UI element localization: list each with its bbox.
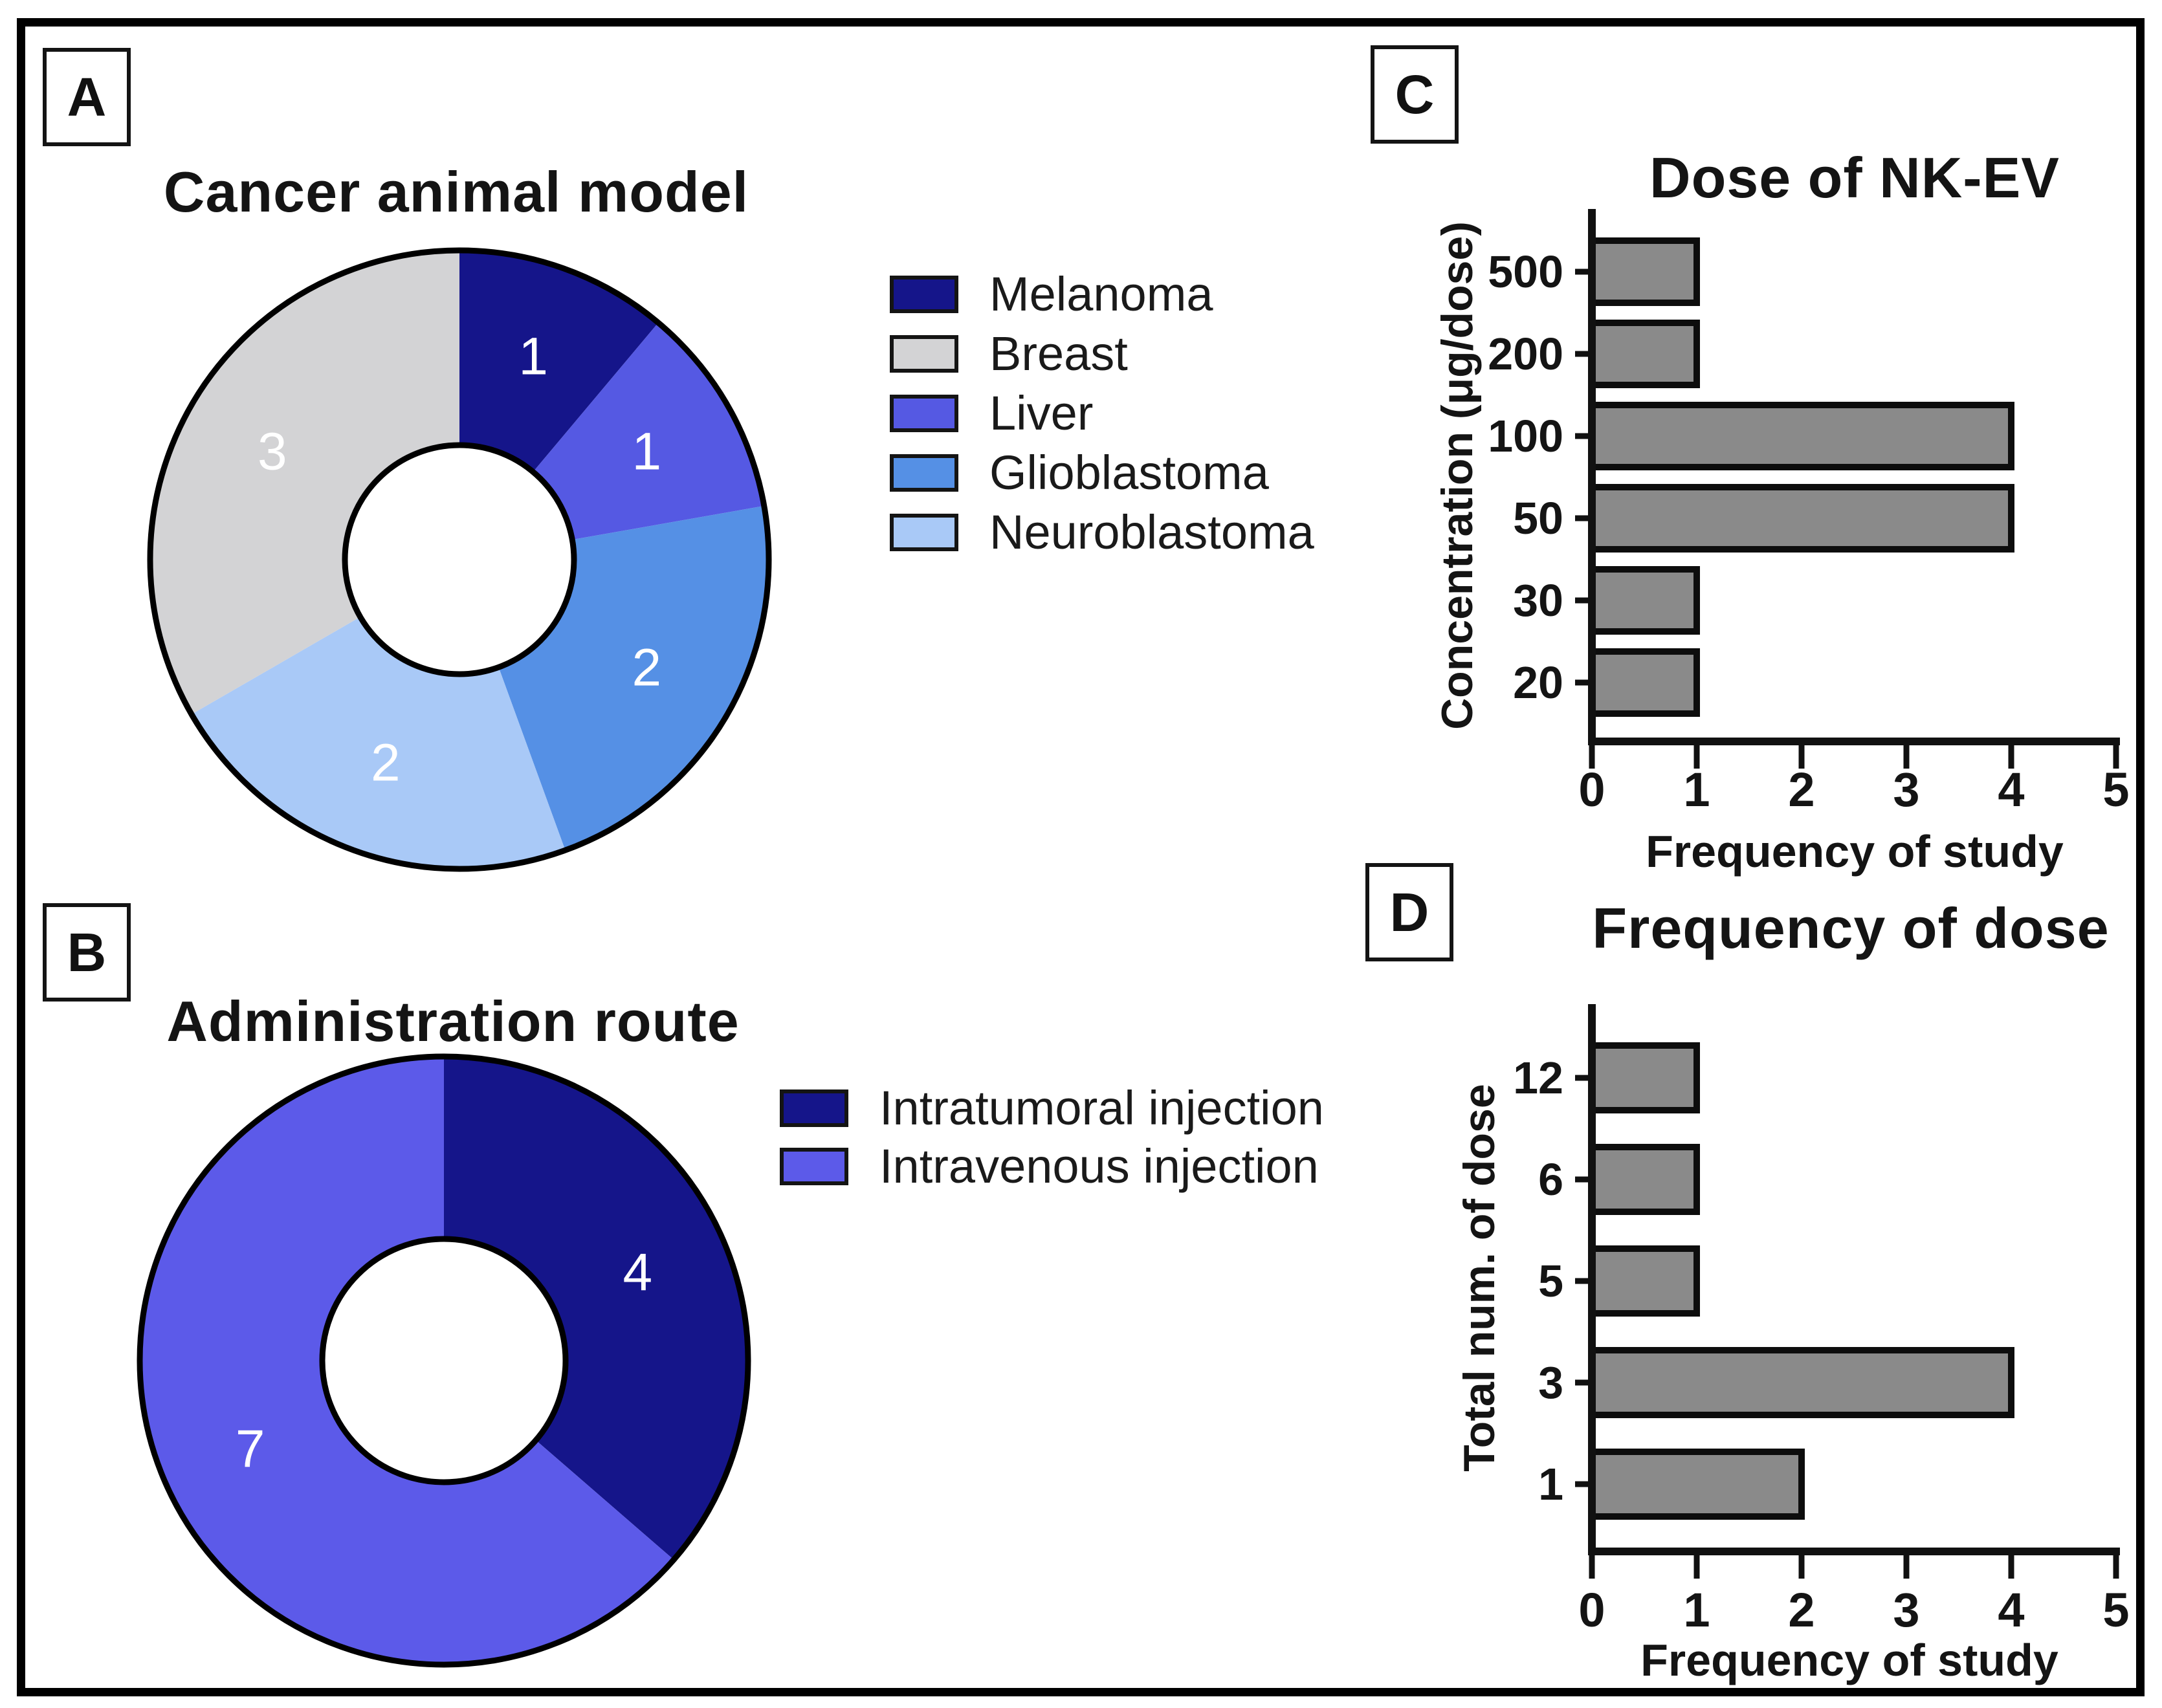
legend-item: Intravenous injection <box>780 1143 1324 1190</box>
legend-label: Breast <box>989 327 1128 380</box>
legend-swatch-icon <box>780 1148 848 1185</box>
panel-label-d: D <box>1365 863 1453 961</box>
legend-swatch-icon <box>780 1089 848 1127</box>
legend-item: Melanoma <box>890 270 1314 318</box>
legend-swatch-icon <box>890 395 958 432</box>
legend-item: Intratumoral injection <box>780 1084 1324 1132</box>
legend-label: Intratumoral injection <box>879 1081 1324 1135</box>
panel-c-y-axis-title: Concentration (μg/dose) <box>1433 221 1482 730</box>
panel-c-title: Dose of NK-EV <box>1649 146 2060 210</box>
panel-label-c: C <box>1371 45 1459 144</box>
legend-label: Intravenous injection <box>879 1139 1319 1193</box>
legend-item: Breast <box>890 330 1314 378</box>
panel-b-title: Administration route <box>166 989 740 1053</box>
panel-d-title: Frequency of dose <box>1592 896 2110 960</box>
legend-swatch-icon <box>890 276 958 313</box>
panel-c-x-axis-title: Frequency of study <box>1646 826 2064 877</box>
legend-item: Glioblastoma <box>890 449 1314 497</box>
panel-d-y-axis-title: Total num. of dose <box>1455 1084 1504 1472</box>
panel-d-x-axis-title: Frequency of study <box>1640 1635 2058 1685</box>
figure-border <box>17 18 2145 1696</box>
legend-item: Neuroblastoma <box>890 509 1314 556</box>
legend-swatch-icon <box>890 454 958 492</box>
panel-label-b: B <box>43 903 131 1002</box>
legend-label: Liver <box>989 386 1094 440</box>
legend-item: Liver <box>890 389 1314 437</box>
legend-swatch-icon <box>890 514 958 551</box>
panel-label-a: A <box>43 48 131 146</box>
legend-label: Melanoma <box>989 267 1213 321</box>
legend-swatch-icon <box>890 335 958 373</box>
panel-a-title: Cancer animal model <box>163 160 749 224</box>
legend-label: Glioblastoma <box>989 446 1269 499</box>
legend-label: Neuroblastoma <box>989 505 1314 559</box>
